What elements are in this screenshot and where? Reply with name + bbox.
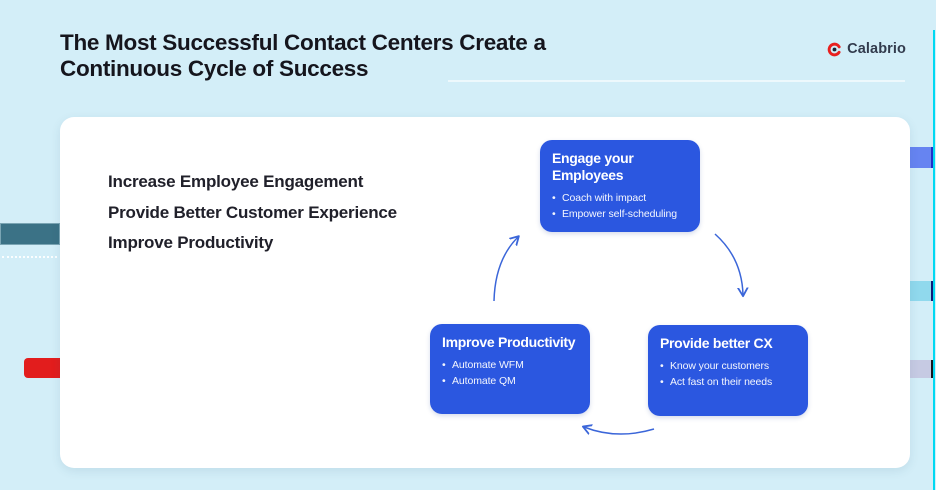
cycle-node-bullet: Automate WFM xyxy=(442,358,578,374)
cycle-node-improve-productivity: Improve Productivity Automate WFM Automa… xyxy=(430,324,590,414)
cycle-node-engage-employees: Engage your Employees Coach with impact … xyxy=(540,140,700,232)
cycle-node-title: Improve Productivity xyxy=(442,334,576,350)
cycle-node-bullet: Know your customers xyxy=(660,359,796,375)
calabrio-logo-text: Calabrio xyxy=(847,41,906,57)
calabrio-logo: Calabrio xyxy=(827,41,906,57)
benefit-item-customer-experience: Provide Better Customer Experience xyxy=(108,202,397,222)
calabrio-logo-icon xyxy=(827,42,842,56)
cycle-node-bullet-list: Coach with impact Empower self-schedulin… xyxy=(552,191,688,222)
accent-bar-sky xyxy=(910,281,934,301)
accent-dotted-line xyxy=(2,256,57,258)
accent-bar-lavender xyxy=(910,360,934,378)
cycle-node-bullet-list: Automate WFM Automate QM xyxy=(442,358,578,389)
slide-title: The Most Successful Contact Centers Crea… xyxy=(60,30,546,81)
cycle-node-bullet: Act fast on their needs xyxy=(660,375,796,391)
cycle-node-bullet: Coach with impact xyxy=(552,191,688,207)
cycle-node-provide-better-cx: Provide better CX Know your customers Ac… xyxy=(648,325,808,416)
accent-bar-cornflower xyxy=(910,147,934,168)
arrow-cx-to-productivity xyxy=(584,427,655,434)
slide-title-line1: The Most Successful Contact Centers Crea… xyxy=(60,30,546,55)
benefit-list: Increase Employee Engagement Provide Bet… xyxy=(108,167,397,259)
content-card: Increase Employee Engagement Provide Bet… xyxy=(60,117,910,468)
accent-edge-line-cyan xyxy=(933,30,935,490)
arrow-productivity-to-engage xyxy=(493,237,518,302)
benefit-item-productivity: Improve Productivity xyxy=(108,233,274,252)
arrow-engage-to-cx xyxy=(714,233,743,295)
title-divider-line xyxy=(448,80,905,82)
cycle-node-bullet: Automate QM xyxy=(442,374,578,390)
cycle-node-bullet: Empower self-scheduling xyxy=(552,207,688,223)
cycle-node-title: Engage your Employees xyxy=(552,150,634,183)
accent-bar-teal xyxy=(0,223,60,245)
benefit-item-engagement: Increase Employee Engagement xyxy=(108,172,364,191)
cycle-node-title: Provide better CX xyxy=(660,335,773,351)
cycle-node-bullet-list: Know your customers Act fast on their ne… xyxy=(660,359,796,390)
slide-title-line2: Continuous Cycle of Success xyxy=(60,55,369,81)
accent-bar-red xyxy=(24,358,60,378)
